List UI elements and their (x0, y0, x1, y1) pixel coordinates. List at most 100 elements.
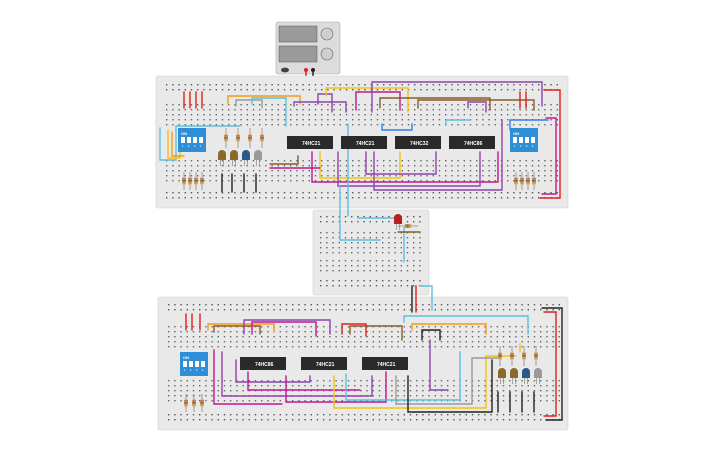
breadboard-hole[interactable] (351, 216, 353, 218)
breadboard-hole[interactable] (556, 170, 558, 172)
breadboard-hole[interactable] (445, 175, 447, 177)
breadboard-hole[interactable] (416, 414, 418, 416)
breadboard-hole[interactable] (357, 260, 359, 262)
breadboard-hole[interactable] (395, 197, 397, 199)
breadboard-hole[interactable] (199, 419, 201, 421)
breadboard-hole[interactable] (234, 192, 236, 194)
breadboard-hole[interactable] (326, 216, 328, 218)
breadboard-hole[interactable] (496, 304, 498, 306)
breadboard-hole[interactable] (292, 341, 294, 343)
breadboard-hole[interactable] (254, 400, 257, 402)
breadboard-hole[interactable] (172, 165, 174, 167)
breadboard-hole[interactable] (308, 175, 310, 177)
breadboard-hole[interactable] (426, 109, 428, 111)
breadboard-hole[interactable] (490, 419, 492, 421)
breadboard-hole[interactable] (531, 114, 534, 116)
breadboard-hole[interactable] (540, 390, 542, 392)
breadboard-hole[interactable] (217, 400, 219, 402)
breadboard-hole[interactable] (192, 380, 195, 382)
breadboard-hole[interactable] (223, 336, 226, 338)
breadboard-hole[interactable] (279, 346, 281, 348)
breadboard-hole[interactable] (209, 197, 211, 199)
breadboard-hole[interactable] (358, 124, 360, 126)
breadboard-hole[interactable] (494, 89, 496, 91)
wire[interactable] (337, 151, 481, 187)
breadboard-hole[interactable] (422, 414, 424, 416)
breadboard-hole[interactable] (339, 89, 341, 91)
breadboard-hole[interactable] (502, 326, 505, 328)
breadboard-hole[interactable] (199, 346, 201, 348)
breadboard-hole[interactable] (490, 336, 492, 338)
breadboard-hole[interactable] (538, 109, 540, 111)
breadboard-hole[interactable] (341, 380, 343, 382)
breadboard-hole[interactable] (407, 165, 410, 167)
breadboard-hole[interactable] (364, 170, 366, 172)
breadboard-hole[interactable] (388, 242, 390, 244)
breadboard-hole[interactable] (323, 336, 325, 338)
breadboard-hole[interactable] (197, 114, 199, 116)
breadboard-hole[interactable] (321, 114, 323, 116)
breadboard-hole[interactable] (375, 260, 378, 262)
breadboard-hole[interactable] (509, 385, 511, 387)
breadboard-hole[interactable] (366, 390, 368, 392)
wire[interactable] (213, 325, 261, 335)
breadboard-hole[interactable] (513, 170, 515, 172)
breadboard-hole[interactable] (321, 160, 323, 162)
breadboard-hole[interactable] (482, 197, 484, 199)
breadboard-hole[interactable] (388, 247, 390, 249)
breadboard-hole[interactable] (211, 341, 213, 343)
breadboard-hole[interactable] (440, 309, 443, 311)
breadboard-hole[interactable] (335, 414, 337, 416)
breadboard-hole[interactable] (223, 341, 226, 343)
breadboard-hole[interactable] (469, 170, 472, 172)
dip-switch-key[interactable] (531, 137, 535, 143)
breadboard-hole[interactable] (304, 400, 306, 402)
breadboard-hole[interactable] (271, 170, 273, 172)
breadboard-hole[interactable] (440, 414, 443, 416)
breadboard-hole[interactable] (345, 160, 348, 162)
breadboard-hole[interactable] (273, 385, 275, 387)
breadboard-hole[interactable] (389, 175, 391, 177)
breadboard-hole[interactable] (296, 84, 298, 86)
breadboard-hole[interactable] (502, 309, 505, 311)
breadboard-hole[interactable] (332, 265, 334, 267)
breadboard-hole[interactable] (180, 331, 182, 333)
breadboard-hole[interactable] (316, 331, 319, 333)
breadboard-hole[interactable] (178, 114, 180, 116)
breadboard-hole[interactable] (550, 114, 552, 116)
breadboard-hole[interactable] (500, 104, 503, 106)
breadboard-hole[interactable] (347, 419, 350, 421)
breadboard-hole[interactable] (199, 414, 201, 416)
breadboard-hole[interactable] (416, 336, 418, 338)
breadboard-hole[interactable] (205, 390, 207, 392)
breadboard-hole[interactable] (230, 390, 232, 392)
breadboard-hole[interactable] (184, 104, 186, 106)
breadboard-hole[interactable] (265, 160, 267, 162)
breadboard-hole[interactable] (413, 216, 415, 218)
breadboard-hole[interactable] (388, 260, 390, 262)
breadboard-hole[interactable] (482, 160, 484, 162)
breadboard-hole[interactable] (372, 385, 374, 387)
breadboard-hole[interactable] (180, 336, 182, 338)
breadboard-hole[interactable] (254, 346, 257, 348)
breadboard-hole[interactable] (166, 192, 168, 194)
breadboard-hole[interactable] (339, 170, 341, 172)
breadboard-hole[interactable] (221, 165, 224, 167)
breadboard-hole[interactable] (190, 109, 193, 111)
breadboard-hole[interactable] (515, 331, 517, 333)
breadboard-hole[interactable] (432, 109, 434, 111)
breadboard-hole[interactable] (321, 124, 323, 126)
breadboard-hole[interactable] (186, 390, 188, 392)
breadboard-hole[interactable] (471, 304, 474, 306)
breadboard-hole[interactable] (525, 175, 527, 177)
breadboard-hole[interactable] (279, 385, 281, 387)
breadboard-hole[interactable] (252, 165, 255, 167)
breadboard-hole[interactable] (314, 197, 317, 199)
dip-switch-key[interactable] (193, 137, 197, 143)
breadboard-hole[interactable] (552, 380, 554, 382)
breadboard-hole[interactable] (323, 304, 325, 306)
breadboard-hole[interactable] (420, 170, 422, 172)
breadboard-hole[interactable] (168, 380, 170, 382)
breadboard-hole[interactable] (507, 170, 509, 172)
breadboard-hole[interactable] (478, 309, 480, 311)
